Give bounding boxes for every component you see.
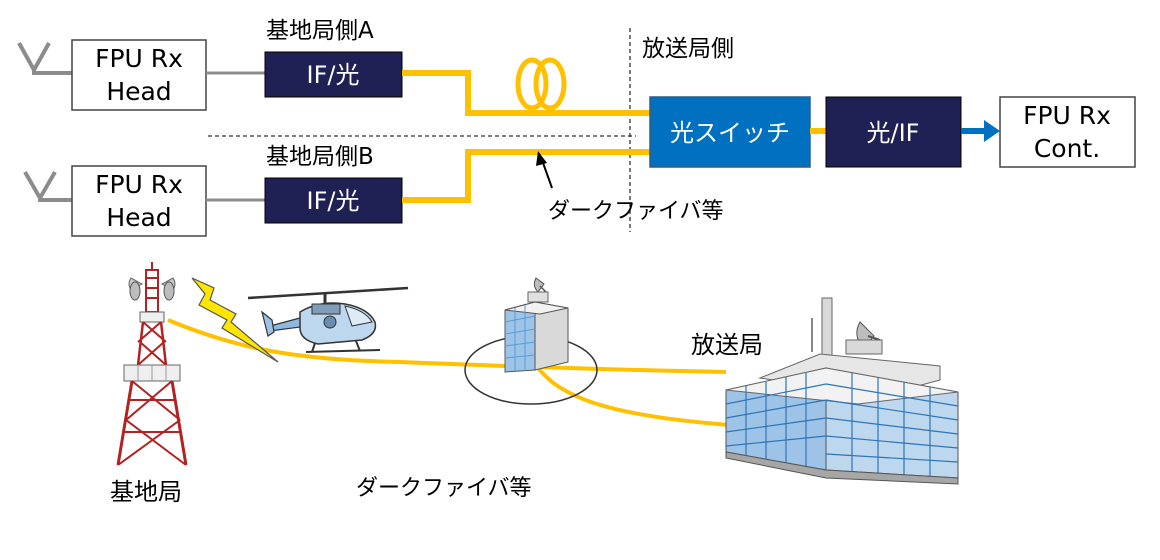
rx-head-b-line2: Head [106,203,171,232]
fiber-base-to-broadcast [167,318,727,374]
dark-fiber-pointer [541,159,553,189]
rx-cont-line1: FPU Rx [1023,101,1111,130]
broadcast-building-icon [725,297,959,485]
rx-cont-box [999,96,1136,168]
converter-b-label: IF/光 [307,187,360,215]
dark-fiber-label-bottom: ダークファイバ等 [356,476,532,501]
base-station-label: 基地局 [110,478,182,506]
tower-icon [116,262,188,466]
antenna-icon [17,42,72,75]
optical-to-if-label: 光/IF [867,119,920,147]
lightning-icon [191,277,279,363]
dark-fiber-pointer-head [536,151,547,166]
building-icon [504,277,569,373]
broadcast-side-label: 放送局側 [642,36,734,62]
site-a-label: 基地局側A [266,18,374,44]
output-arrow-head [984,120,1000,142]
rx-head-a-box [71,39,207,111]
optical-switch-label: 光スイッチ [670,119,790,147]
site-b-label: 基地局側B [266,144,374,170]
antenna-icon [23,171,72,203]
fiber-building-to-broadcast [536,366,731,427]
rx-head-b-box [71,165,207,237]
optical-switch-box [649,96,811,168]
broadcast-station-label: 放送局 [691,331,763,359]
rx-head-a-line1: FPU Rx [95,44,183,73]
rx-head-a-line2: Head [106,77,171,106]
rx-head-b-line1: FPU Rx [95,170,183,199]
helicopter-icon [247,286,409,353]
fiber-coil-icon [515,57,567,111]
converter-a-label: IF/光 [307,61,360,89]
converter-b-box [264,177,403,224]
fiber-a [402,70,650,116]
rx-cont-line2: Cont. [1034,134,1100,163]
dark-fiber-label-top: ダークファイバ等 [548,199,724,224]
fiber-b [402,149,650,203]
optical-to-if-box [825,96,962,168]
